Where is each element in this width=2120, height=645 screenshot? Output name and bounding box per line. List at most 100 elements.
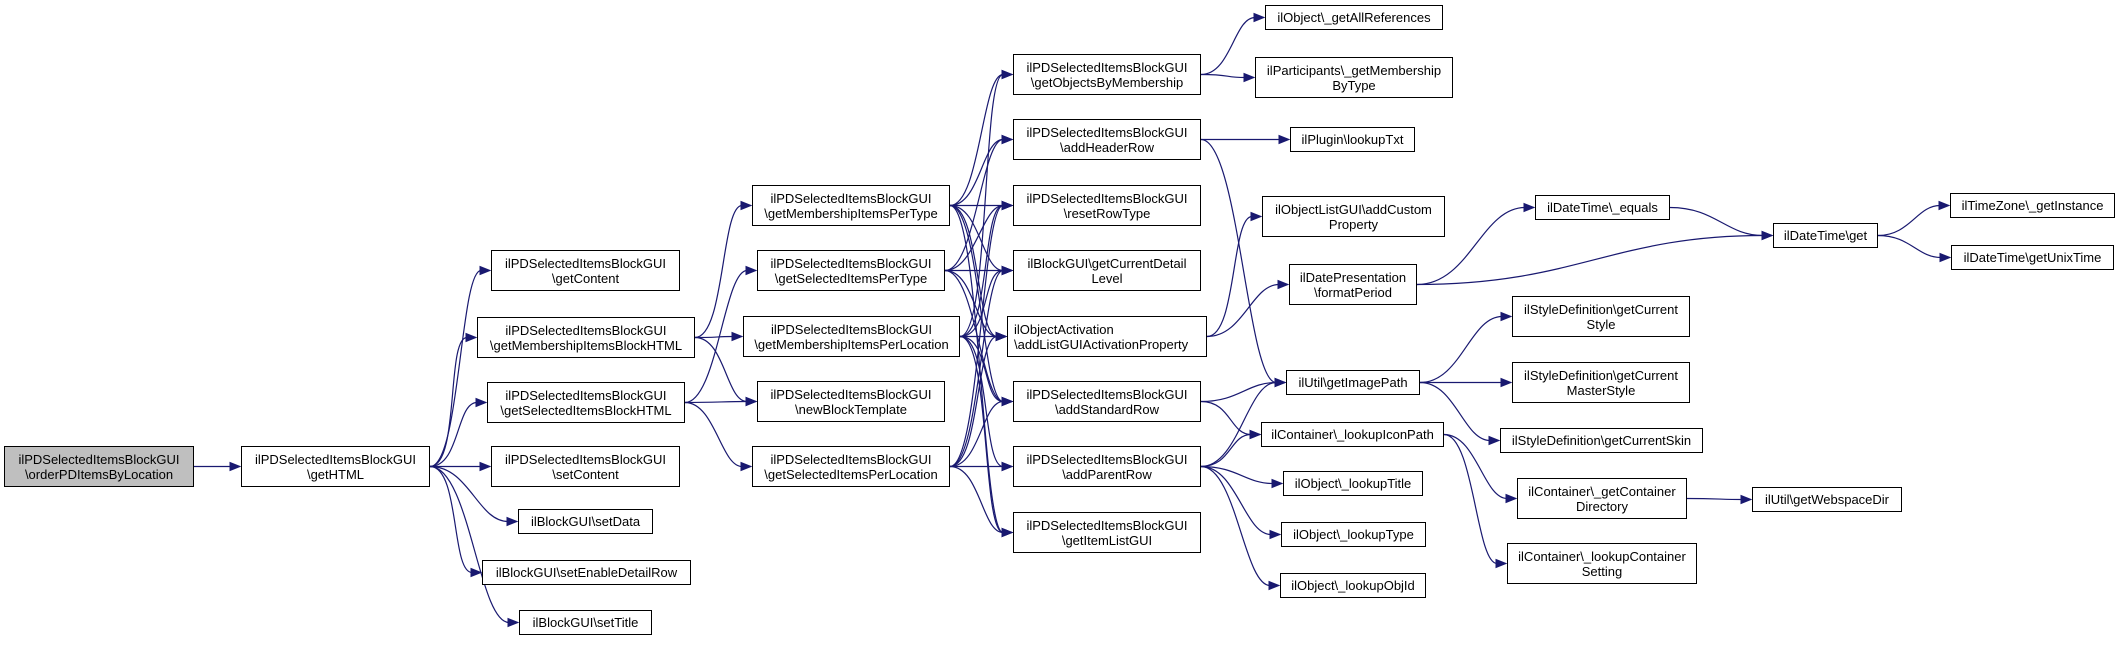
edge-15 — [949, 138, 1004, 207]
arrowhead-icon — [1243, 72, 1256, 83]
node-get-selected-items-per-type[interactable]: ilPDSelectedItemsBlockGUI \getSelectedIt… — [757, 250, 945, 291]
arrowhead-icon — [475, 397, 488, 408]
arrowhead-icon — [1278, 134, 1291, 145]
arrowhead-icon — [1001, 69, 1014, 80]
arrowhead-icon — [1001, 200, 1014, 211]
arrowhead-icon — [1250, 211, 1263, 222]
arrowhead-icon — [1740, 494, 1753, 505]
node-get-current-detail-level[interactable]: ilBlockGUI\getCurrentDetail Level — [1013, 250, 1201, 291]
node-reset-row-type[interactable]: ilPDSelectedItemsBlockGUI \resetRowType — [1013, 185, 1201, 226]
node-add-custom-property[interactable]: ilObjectListGUI\addCustom Property — [1262, 196, 1445, 237]
edge-1 — [429, 269, 482, 468]
node-get-selected-items-block-html[interactable]: ilPDSelectedItemsBlockGUI \getSelectedIt… — [487, 382, 685, 423]
arrowhead-icon — [1269, 529, 1282, 540]
edge-58 — [1443, 433, 1498, 565]
node-set-data[interactable]: ilBlockGUI\setData — [518, 509, 653, 534]
node-get-membership-items-per-location[interactable]: ilPDSelectedItemsBlockGUI \getMembership… — [743, 316, 960, 357]
edge-5 — [429, 465, 509, 523]
edge-57 — [1443, 433, 1508, 500]
edge-59 — [1669, 206, 1764, 237]
edge-44 — [1206, 283, 1280, 338]
edge-14 — [949, 73, 1004, 207]
node-new-block-template[interactable]: ilPDSelectedItemsBlockGUI \newBlockTempl… — [757, 381, 945, 422]
node-add-header-row[interactable]: ilPDSelectedItemsBlockGUI \addHeaderRow — [1013, 119, 1201, 160]
arrowhead-icon — [1500, 311, 1513, 322]
edge-47 — [1200, 381, 1277, 468]
edge-31 — [959, 335, 1004, 468]
node-lookup-container-setting[interactable]: ilContainer\_lookupContainer Setting — [1507, 543, 1697, 584]
edge-2 — [429, 336, 468, 468]
node-get-item-list-gui[interactable]: ilPDSelectedItemsBlockGUI \getItemListGU… — [1013, 512, 1201, 553]
node-get-current-skin[interactable]: ilStyleDefinition\getCurrentSkin — [1500, 428, 1703, 453]
edge-39 — [1200, 16, 1256, 76]
edge-11 — [684, 269, 748, 404]
edge-12 — [684, 400, 748, 404]
arrowhead-icon — [1001, 461, 1014, 472]
arrowhead-icon — [1271, 478, 1284, 489]
edge-27 — [959, 204, 1004, 338]
arrowhead-icon — [1938, 200, 1951, 211]
node-get-objects-by-membership[interactable]: ilPDSelectedItemsBlockGUI \getObjectsByM… — [1013, 54, 1201, 95]
edge-46 — [1200, 400, 1252, 436]
arrowhead-icon — [479, 461, 492, 472]
node-dt-equals[interactable]: ilDateTime\_equals — [1535, 195, 1670, 220]
node-get-container-directory[interactable]: ilContainer\_getContainer Directory — [1517, 478, 1687, 519]
node-get-membership-items-block-html[interactable]: ilPDSelectedItemsBlockGUI \getMembership… — [477, 317, 695, 358]
arrowhead-icon — [1268, 580, 1281, 591]
node-add-parent-row[interactable]: ilPDSelectedItemsBlockGUI \addParentRow — [1013, 446, 1201, 487]
node-get-current-style[interactable]: ilStyleDefinition\getCurrent Style — [1512, 296, 1690, 337]
node-get-all-references[interactable]: ilObject\_getAllReferences — [1265, 5, 1443, 30]
node-get-html[interactable]: ilPDSelectedItemsBlockGUI \getHTML — [241, 446, 430, 487]
edge-34 — [949, 269, 1004, 468]
node-get-membership-items-per-type[interactable]: ilPDSelectedItemsBlockGUI \getMembership… — [752, 185, 950, 226]
node-set-content[interactable]: ilPDSelectedItemsBlockGUI \setContent — [491, 446, 680, 487]
edge-48 — [1200, 433, 1252, 468]
arrowhead-icon — [1495, 558, 1508, 569]
edge-21 — [944, 138, 1004, 272]
arrowhead-icon — [1253, 12, 1266, 23]
arrowhead-icon — [1249, 429, 1262, 440]
arrowhead-icon — [1505, 493, 1518, 504]
edge-17 — [949, 204, 1004, 272]
node-get-membership-by-type[interactable]: ilParticipants\_getMembership ByType — [1255, 57, 1453, 98]
edge-45 — [1200, 381, 1277, 403]
node-add-standard-row[interactable]: ilPDSelectedItemsBlockGUI \addStandardRo… — [1013, 381, 1201, 422]
node-lookup-title[interactable]: ilObject\_lookupTitle — [1283, 471, 1423, 496]
node-lookup-type[interactable]: ilObject\_lookupType — [1281, 522, 1426, 547]
node-lookup-icon-path[interactable]: ilContainer\_lookupIconPath — [1261, 422, 1444, 447]
node-add-list-guiactivation-property[interactable]: ilObjectActivation \addListGUIActivation… — [1007, 316, 1207, 357]
edge-13 — [684, 401, 743, 468]
node-get-instance[interactable]: ilTimeZone\_getInstance — [1950, 193, 2115, 218]
arrowhead-icon — [479, 265, 492, 276]
arrowhead-icon — [1277, 279, 1290, 290]
node-get-webspace-dir[interactable]: ilUtil\getWebspaceDir — [1752, 487, 1902, 512]
edge-35 — [949, 335, 998, 468]
edge-32 — [959, 335, 1004, 534]
edge-42 — [1200, 138, 1277, 384]
edge-43 — [1206, 215, 1253, 338]
edge-3 — [429, 401, 478, 468]
arrowhead-icon — [229, 461, 242, 472]
node-set-enable-detail-row[interactable]: ilBlockGUI\setEnableDetailRow — [482, 560, 691, 585]
node-format-period[interactable]: ilDatePresentation \formatPeriod — [1289, 264, 1417, 305]
edge-61 — [1877, 204, 1941, 237]
node-get-selected-items-per-location[interactable]: ilPDSelectedItemsBlockGUI \getSelectedIt… — [752, 446, 950, 487]
edge-53 — [1416, 234, 1764, 286]
node-get-content[interactable]: ilPDSelectedItemsBlockGUI \getContent — [491, 250, 680, 291]
node-lookup-obj-id[interactable]: ilObject\_lookupObjId — [1280, 573, 1426, 598]
node-dt-get[interactable]: ilDateTime\get — [1773, 223, 1878, 248]
node-set-title[interactable]: ilBlockGUI\setTitle — [519, 610, 652, 635]
node-lookup-txt[interactable]: ilPlugin\lookupTxt — [1290, 127, 1415, 152]
arrowhead-icon — [465, 332, 478, 343]
edge-51 — [1200, 465, 1271, 587]
edge-38 — [949, 465, 1004, 534]
node-get-image-path[interactable]: ilUtil\getImagePath — [1286, 370, 1420, 395]
edge-6 — [429, 465, 473, 574]
arrowhead-icon — [1500, 377, 1513, 388]
edge-26 — [959, 73, 1004, 338]
edge-19 — [949, 204, 1004, 403]
edge-49 — [1200, 465, 1274, 485]
node-get-current-master-style[interactable]: ilStyleDefinition\getCurrent MasterStyle — [1512, 362, 1690, 403]
node-get-unix-time[interactable]: ilDateTime\getUnixTime — [1951, 245, 2114, 270]
arrowhead-icon — [740, 200, 753, 211]
